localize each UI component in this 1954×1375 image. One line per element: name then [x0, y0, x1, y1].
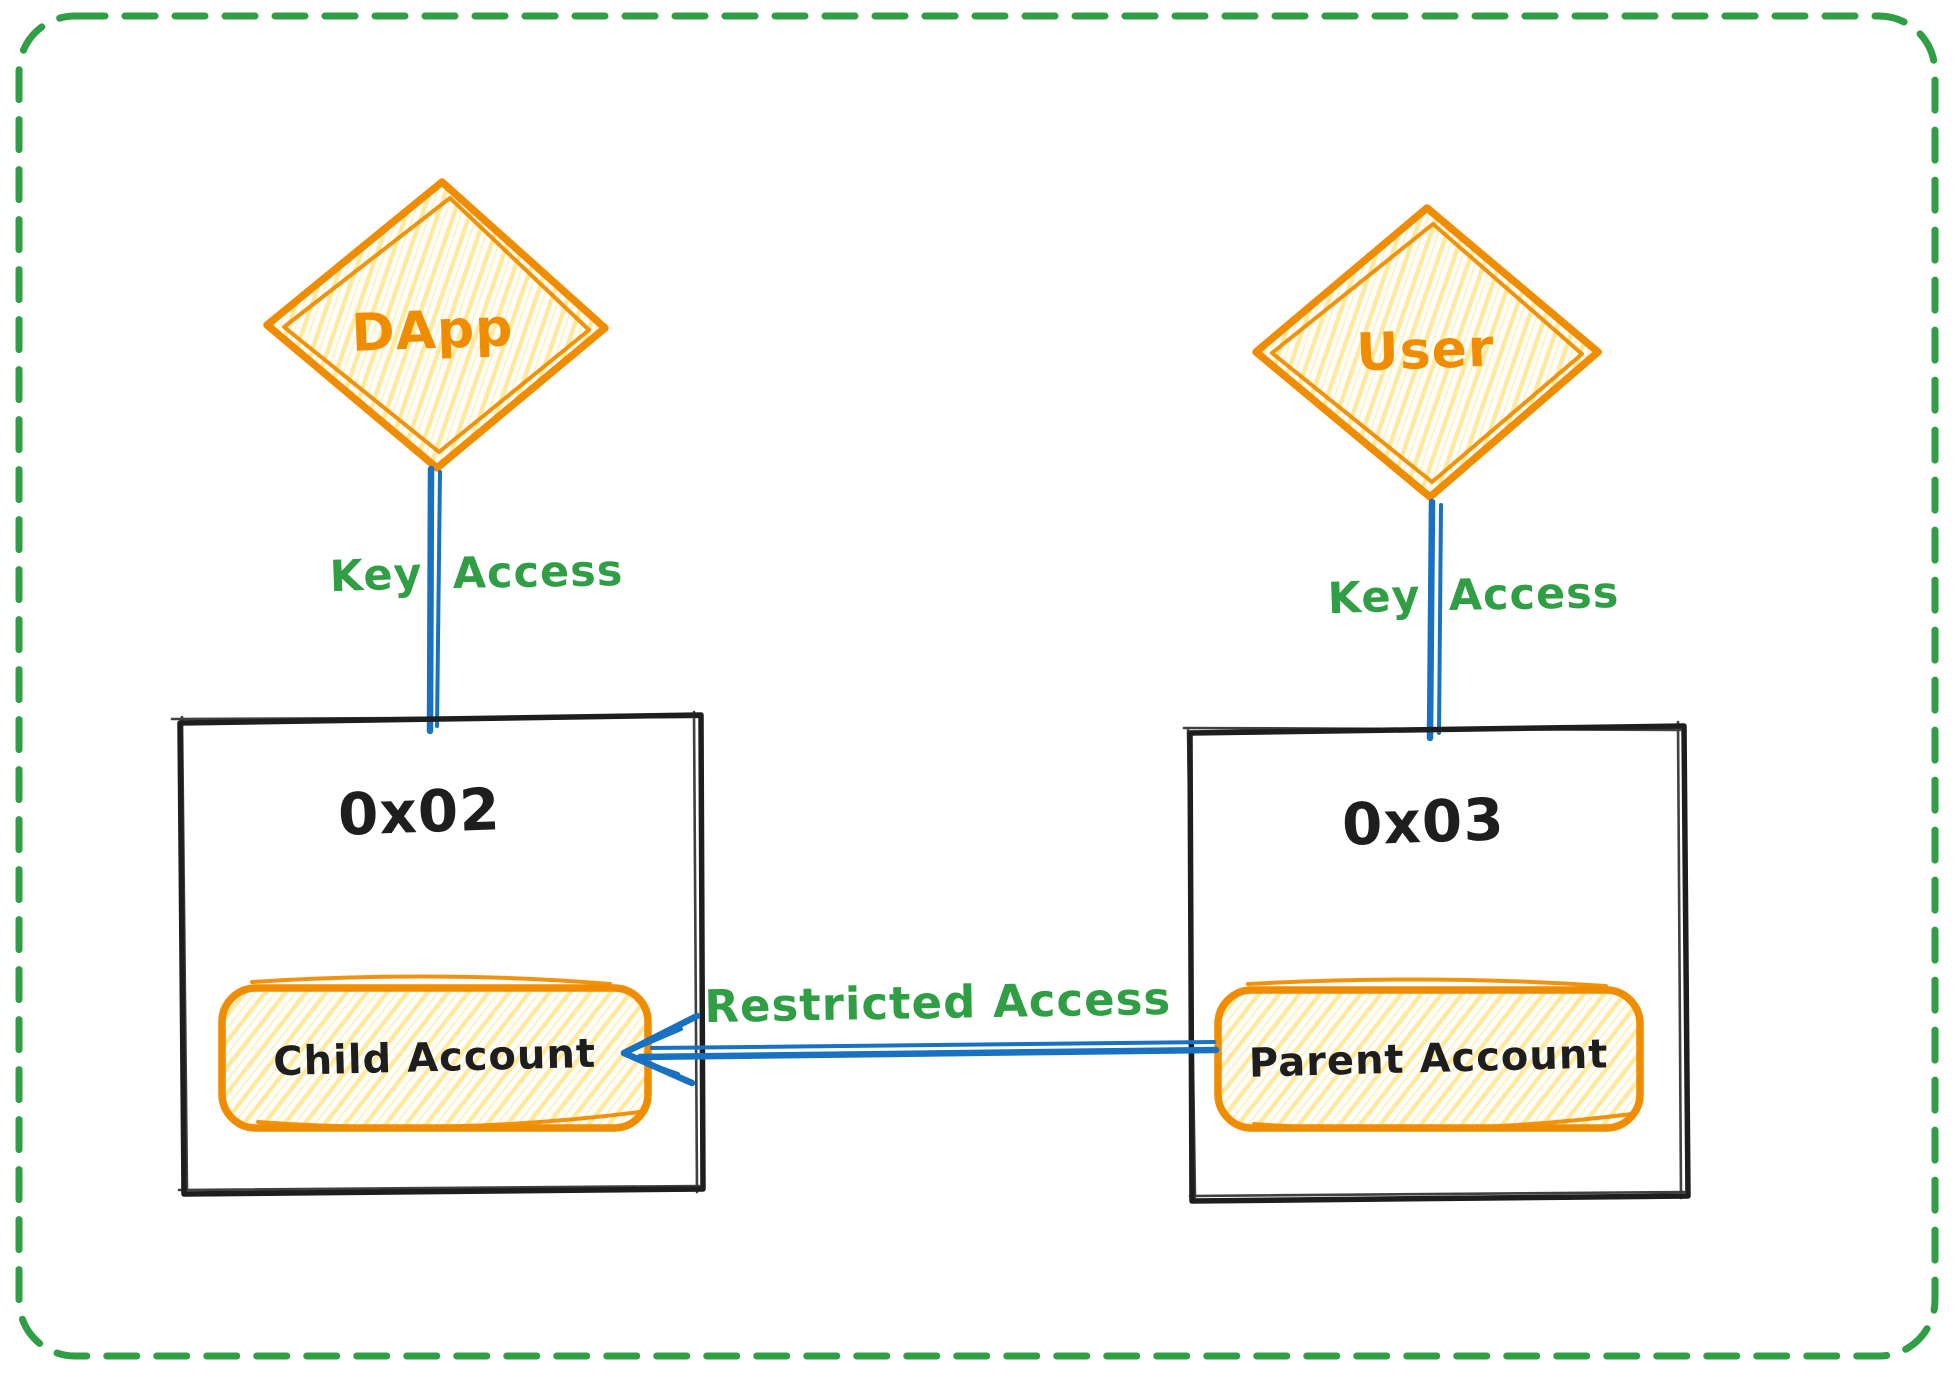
user-key-access-label: Key Access — [1327, 568, 1620, 624]
dapp-diamond-outline — [263, 178, 609, 472]
child-account-outline-echo — [250, 974, 642, 1130]
restricted-access-arrow — [620, 1012, 1220, 1087]
parent-account-pill: Parent Account — [1214, 977, 1644, 1132]
child-account-fill — [222, 988, 648, 1128]
dapp-key-access-word-1: Key — [329, 549, 423, 602]
wallet-box-0x03: 0x03 Parent Account — [1182, 720, 1691, 1204]
user-key-access-word-2: Access — [1448, 568, 1619, 621]
wallet-box-0x02: 0x02 Child Account — [170, 710, 706, 1197]
wallet-box-0x02-outline-echo — [170, 710, 701, 1194]
parent-account-label: Parent Account — [1248, 1031, 1609, 1086]
dapp-key-access-word-2: Access — [452, 546, 623, 599]
dapp-label: DApp — [350, 298, 514, 364]
parent-account-fill — [1218, 990, 1640, 1128]
address-0x03: 0x03 — [1341, 785, 1506, 859]
outer-dashed-border — [15, 12, 1939, 1360]
child-account-label: Child Account — [273, 1031, 597, 1085]
restricted-access-label: Restricted Access — [704, 972, 1172, 1033]
user-key-access-connector — [1426, 498, 1443, 742]
wallet-box-0x03-outline-echo — [1182, 720, 1686, 1200]
dapp-key-access-label: Key Access — [329, 546, 624, 602]
dapp-diamond-outline-echo — [282, 196, 591, 454]
child-account-pill: Child Account — [218, 974, 652, 1132]
user-key-access-word-1: Key — [1327, 571, 1421, 624]
user-diamond-outline — [1252, 204, 1602, 501]
user-diamond-outline-echo — [1270, 222, 1584, 484]
address-0x02: 0x02 — [337, 775, 502, 849]
dapp-key-access-connector — [426, 465, 442, 735]
arrowhead-left-icon — [620, 1012, 701, 1087]
user-diamond-node: User — [1252, 204, 1602, 501]
user-label: User — [1355, 319, 1495, 384]
parent-account-outline-echo — [1246, 977, 1634, 1132]
dapp-diamond-node: DApp — [263, 178, 609, 472]
